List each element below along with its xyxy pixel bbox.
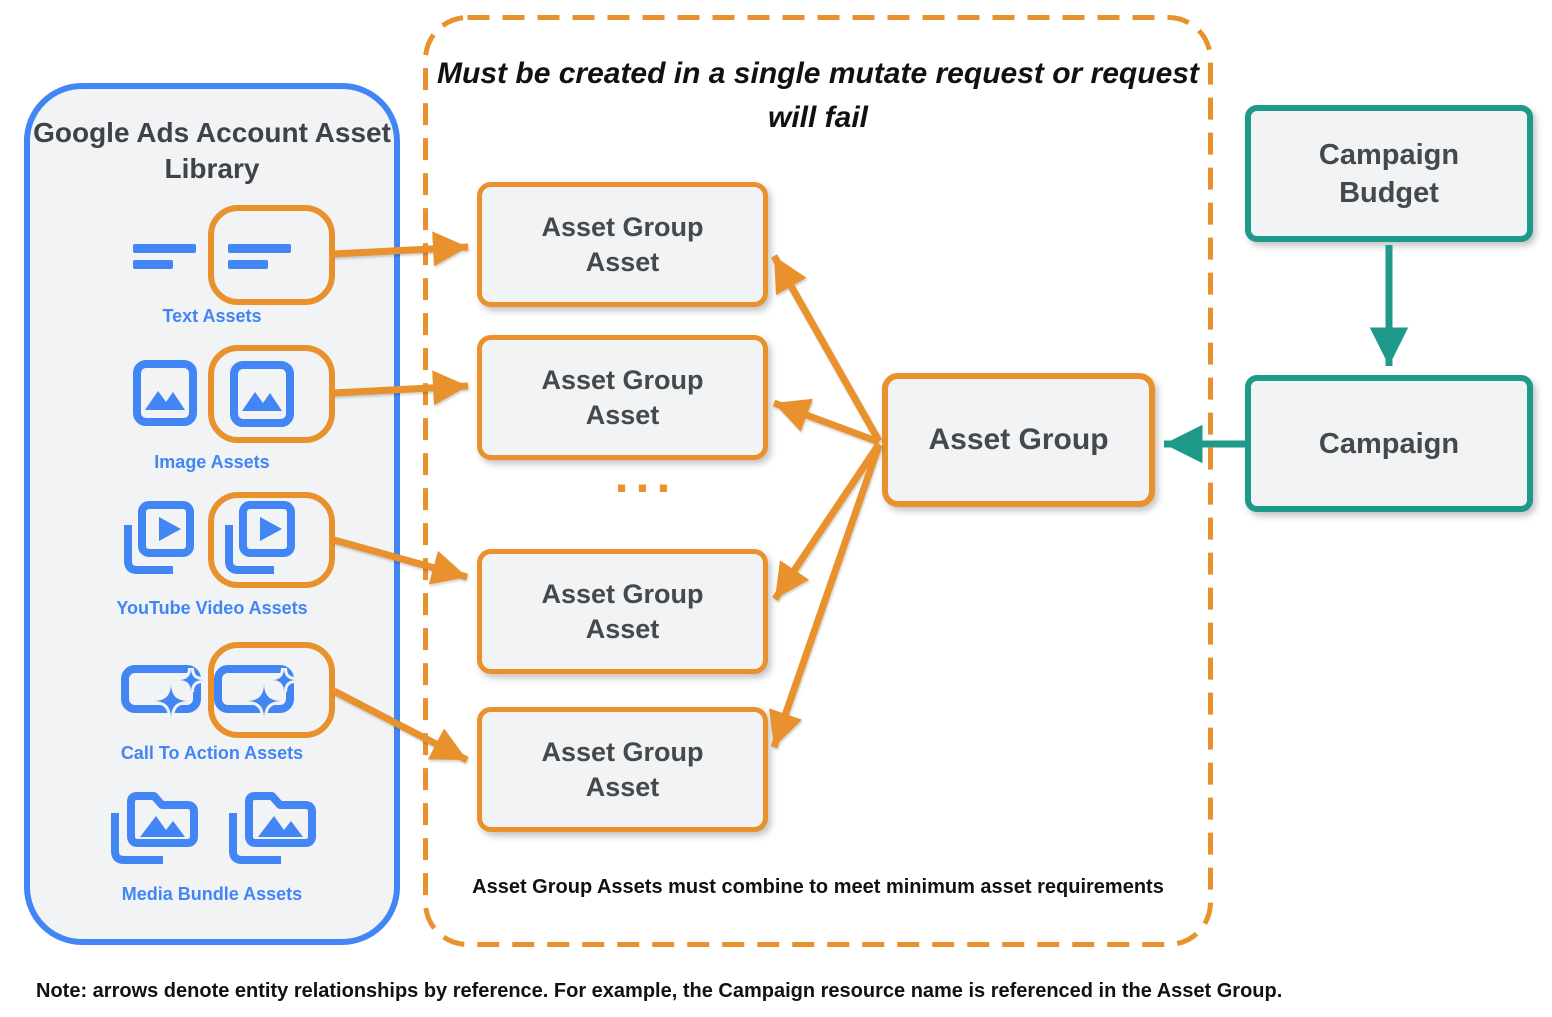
text-assets-label: Text Assets [162,306,262,326]
asset-group-asset-box: Asset Group Asset [477,335,768,460]
arrow-asset-group-to-aga2 [772,398,881,446]
asset-group-asset-label-line2: Asset [585,246,660,277]
image-assets-label: Image Assets [154,452,270,472]
asset-group-label: Asset Group [928,423,1109,456]
campaign-budget-box: Campaign Budget [1245,105,1533,242]
asset-library-title-line2: Asset Library [164,117,391,184]
asset-library-title-line1: Google Ads Account [33,117,308,148]
text-lines-icon [228,244,291,269]
asset-group-asset-box: Asset Group Asset [477,549,768,674]
call-to-action-icon [121,665,204,719]
more-assets-ellipsis: ... [614,447,678,503]
youtube-video-icon [124,501,194,574]
asset-group-asset-box: Asset Group Asset [477,707,768,832]
mutate-request-title: Must be created in a single mutate reque… [433,52,1203,140]
asset-group-asset-label-line2: Asset [585,613,660,644]
campaign-budget-label-line2: Budget [1339,176,1439,209]
youtube-video-assets-label: YouTube Video Assets [116,598,308,618]
arrow-asset-group-to-aga4 [768,443,883,749]
asset-library-title: Google Ads Account Asset Library [30,115,394,187]
campaign-box: Campaign [1245,375,1533,512]
call-to-action-icon [214,665,297,719]
call-to-action-assets-label: Call To Action Assets [120,743,304,763]
arrow-asset-group-to-aga1 [770,254,883,443]
image-icon [230,361,294,427]
youtube-video-icon [225,501,295,574]
asset-group-asset-label-line1: Asset Group [541,211,704,242]
campaign-label: Campaign [1318,427,1460,460]
highlight-ring-image-asset [208,345,335,443]
asset-group-asset-label-line2: Asset [585,399,660,430]
asset-group-asset-box: Asset Group Asset [477,182,768,307]
mutate-request-title-line1: Must be created in a single mutate reque… [437,57,1044,90]
asset-group-asset-label-line1: Asset Group [541,736,704,767]
footnote: Note: arrows denote entity relationships… [36,980,1283,1002]
image-icon [133,360,197,426]
campaign-budget-label-line1: Campaign [1318,138,1460,171]
text-lines-icon [133,244,196,269]
highlight-ring-call-to-action-asset [208,642,335,738]
asset-group-asset-label-line2: Asset [585,771,660,802]
mutate-requirements-caption: Asset Group Assets must combine to meet … [472,876,1164,898]
asset-group-asset-label-line1: Asset Group [541,578,704,609]
media-bundle-icon [111,792,198,864]
arrow-asset-group-to-aga3 [772,442,882,601]
highlight-ring-text-asset [208,205,335,305]
asset-group-asset-label-line1: Asset Group [541,364,704,395]
media-bundle-assets-label: Media Bundle Assets [121,884,303,904]
media-bundle-icon [229,792,316,864]
highlight-ring-youtube-asset [208,492,335,588]
asset-group-box: Asset Group [882,373,1155,507]
